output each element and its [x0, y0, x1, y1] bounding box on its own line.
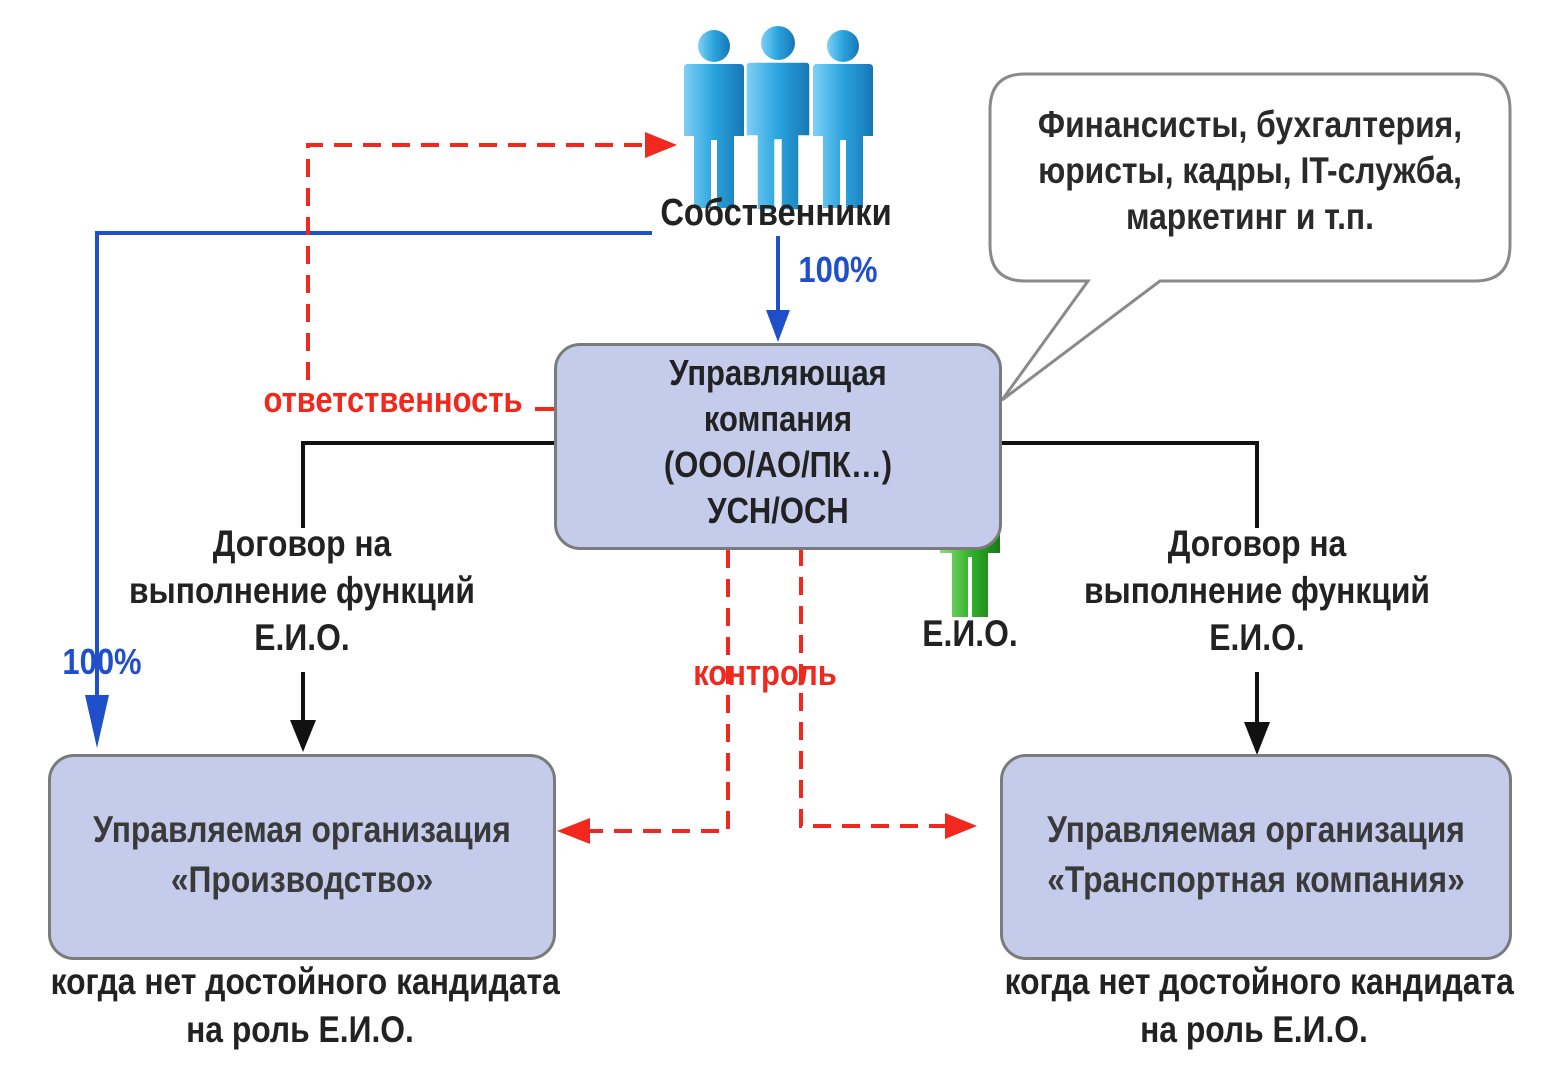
percent-label-left: 100%: [62, 641, 142, 682]
contract-left-line-1: Договор на: [212, 523, 392, 564]
callout-line-2: юристы, кадры, IT-служба,: [1038, 150, 1462, 191]
note-right-line-1: когда нет достойного кандидата: [1004, 961, 1514, 1002]
org-transport-line-2: «Транспортная компания»: [1047, 859, 1465, 900]
percent-label-center: 100%: [798, 249, 878, 290]
contract-right-line-1: Договор на: [1167, 523, 1347, 564]
control-arrow-right: [945, 813, 977, 839]
note-left: когда нет достойного кандидата на роль Е…: [50, 958, 560, 1054]
contract-left-label: Договор на выполнение функций Е.И.О.: [128, 520, 475, 661]
control-line-right: [799, 548, 945, 828]
control-label: контроль: [693, 652, 837, 693]
mc-line-3: (ООО/АО/ПК…): [663, 444, 893, 485]
mc-line-2: компания: [703, 398, 853, 439]
note-left-line-2: на роль Е.И.О.: [186, 1009, 414, 1050]
ceo-label: Е.И.О.: [922, 613, 1018, 654]
ownership-arrow-center: [766, 310, 790, 342]
contract-line-left: [301, 441, 555, 528]
contract-line-right: [1002, 441, 1259, 528]
contract-right-label: Договор на выполнение функций Е.И.О.: [1083, 520, 1430, 661]
contract-left-line-3: Е.И.О.: [254, 617, 350, 658]
callout-line-3: маркетинг и т.п.: [1125, 196, 1375, 237]
org-transport-box[interactable]: Управляемая организация «Транспортная ко…: [1000, 754, 1512, 960]
responsibility-arrow: [645, 132, 677, 158]
ownership-arrow-left: [85, 695, 109, 748]
contract-arrow-left: [290, 720, 316, 752]
control-arrow-left: [557, 818, 590, 844]
contract-right-line-3: Е.И.О.: [1209, 617, 1305, 658]
org-production-box[interactable]: Управляемая организация «Производство»: [48, 754, 556, 960]
org-production-line-1: Управляемая организация: [93, 809, 511, 850]
responsibility-line: [306, 143, 645, 380]
org-transport-line-1: Управляемая организация: [1047, 809, 1465, 850]
owners-label: Собственники: [660, 192, 892, 234]
mc-line-1: Управляющая: [669, 352, 887, 393]
contract-arrow-right: [1244, 722, 1270, 755]
contract-left-line-2: выполнение функций: [128, 570, 475, 611]
note-right-line-2: на роль Е.И.О.: [1140, 1009, 1368, 1050]
note-left-line-1: когда нет достойного кандидата: [50, 961, 560, 1002]
ownership-line-left: [95, 231, 652, 695]
callout-text: Финансисты, бухгалтерия, юристы, кадры, …: [1026, 102, 1473, 240]
org-production-line-2: «Производство»: [170, 859, 434, 900]
contract-right-line-2: выполнение функций: [1083, 570, 1430, 611]
note-right: когда нет достойного кандидата на роль Е…: [1004, 958, 1514, 1054]
management-company-box[interactable]: Управляющая компания (ООО/АО/ПК…) УСН/ОС…: [554, 343, 1002, 550]
callout-bubble: [988, 72, 1512, 402]
control-line-left: [590, 550, 730, 833]
mc-line-4: УСН/ОСН: [707, 490, 849, 531]
callout-line-1: Финансисты, бухгалтерия,: [1037, 104, 1463, 145]
owners-icon: [684, 26, 873, 211]
responsibility-label: ответственность: [263, 379, 523, 420]
